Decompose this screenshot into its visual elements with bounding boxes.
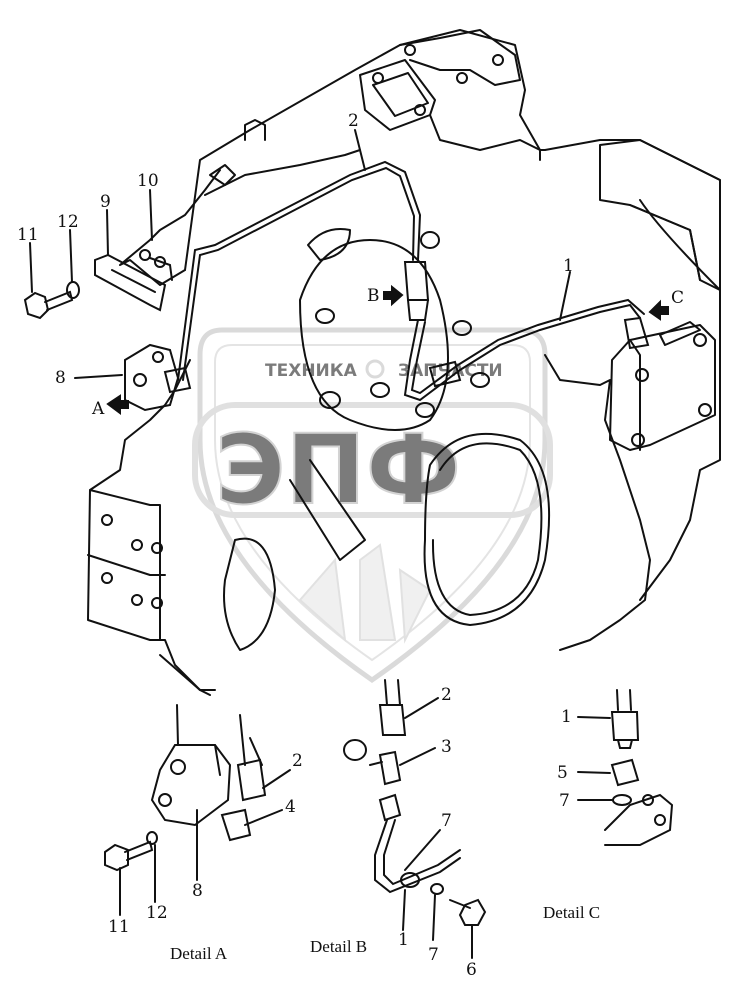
callout-2: 2 [348,111,359,131]
callout-11: 11 [17,225,39,245]
detail-a-callout-12: 12 [146,903,168,923]
pipe-1 [403,303,641,402]
watermark-gear-icon [365,359,385,379]
oil-pipe-lines [23,129,669,415]
watermark-text-left: ТЕХНИКА [265,361,358,381]
detail-a-bolt-11 [104,843,129,872]
detail-b-callout-2: 2 [441,685,452,705]
detail-b-callout-1: 1 [398,930,409,950]
engine-block-outline [184,29,721,281]
watermark-text-big: ЭПФ [215,414,461,526]
detail-a-callout-2: 2 [292,751,303,771]
detail-c [577,689,674,846]
detail-b [343,679,487,959]
callout-1: 1 [563,256,574,276]
arrow-b-label: B [367,286,380,306]
detail-b-caption: Detail B [310,937,367,956]
arrow-c-label: C [671,288,684,308]
callout-9: 9 [100,192,111,212]
washer-12 [66,281,80,299]
detail-b-callout-7-lower: 7 [428,945,439,965]
arrow-c-icon [648,299,669,321]
flywheel-ring [423,432,551,626]
arrow-b-icon [383,284,404,307]
arrow-a-label: A [91,399,105,419]
pump-housing-box [599,139,721,291]
detail-b-callout-7-upper: 7 [441,811,452,831]
detail-a-caption: Detail A [170,944,228,963]
detail-c-callout-5: 5 [557,763,568,783]
detail-b-callout-3: 3 [441,737,452,757]
arrow-a-icon [106,394,129,415]
callout-12: 12 [57,212,79,232]
detail-c-callout-7: 7 [559,791,570,811]
detail-c-callout-1: 1 [561,707,572,727]
adapter-8 [124,343,180,412]
crankcase-outline [87,359,211,696]
callout-10: 10 [137,171,159,191]
detail-b-callout-6: 6 [466,960,477,980]
pipe-2 [177,160,422,381]
callout-8: 8 [55,368,66,388]
watermark-logo: ТЕХНИКА ЗАПЧАСТИ ЭПФ [192,327,553,684]
detail-a-callout-8: 8 [192,881,203,901]
detail-a-callout-11: 11 [108,917,130,937]
detail-c-caption: Detail C [543,903,600,922]
detail-b-bolt-6 [458,898,487,926]
detail-a [104,704,291,916]
detail-a-callout-4: 4 [285,797,296,817]
engine-main-view [87,29,721,696]
oil-filter-head [609,324,716,451]
bolt-11 [23,291,50,320]
